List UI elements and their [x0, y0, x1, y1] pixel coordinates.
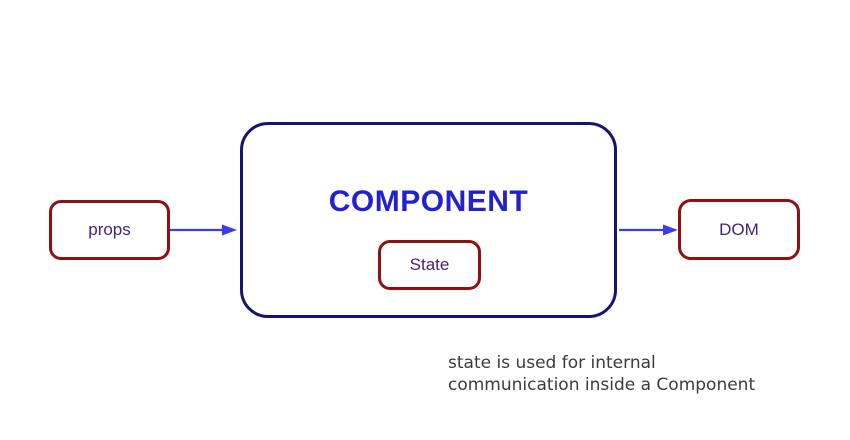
caption: state is used for internal communication… — [448, 353, 755, 396]
dom-box-label: DOM — [719, 219, 759, 239]
caption-line-1: state is used for internal — [448, 353, 656, 373]
component-title: COMPONENT — [328, 185, 529, 218]
arrow-right-icon-props-to-component — [170, 224, 237, 236]
props-box-label: props — [88, 220, 131, 239]
state-box: State — [378, 240, 481, 290]
dom-box: DOM — [678, 199, 800, 260]
arrow-right-icon-component-to-dom — [619, 224, 678, 236]
component-box: COMPONENT — [240, 122, 617, 318]
props-box: props — [49, 200, 170, 260]
state-box-label: State — [409, 255, 450, 274]
caption-line-2: communication inside a Component — [448, 374, 756, 395]
